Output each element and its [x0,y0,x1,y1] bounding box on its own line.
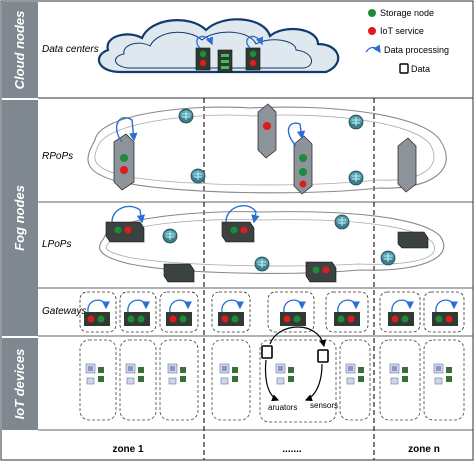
legend-service-label: IoT service [380,26,424,36]
legend-data-icon [399,63,409,74]
iot-row-bar [2,338,38,430]
rpop-server-4 [397,137,417,193]
fog-row-bar [2,100,38,336]
legend-storage-label: Storage node [380,8,434,18]
data-icon-right [317,349,329,363]
cloud-row-label: Cloud nodes [12,11,27,90]
legend-service-dot [368,27,376,35]
legend: Storage node IoT service Data processing… [365,8,449,74]
iot-row-label: IoT devices [12,349,27,420]
rpop-router-1 [178,108,194,124]
rpop-server-1 [113,117,138,191]
gateway-boxes [79,291,465,333]
lpop-server-4 [305,261,337,283]
lpop-router-2 [334,214,350,230]
legend-processing-arrow [365,44,381,54]
lpop-router-1 [162,228,178,244]
fog-row-label: Fog nodes [12,185,27,251]
legend-data-label: Data [411,64,430,74]
rpop-server-3 [287,122,313,195]
zone-1-label: zone 1 [112,444,144,455]
cloud-shape [97,18,340,74]
data-icon-left [261,345,273,359]
data-flow [261,326,329,402]
rpops-label: RPoPs [42,151,73,162]
actuators-label: aruators [268,403,297,412]
datacenter-server-3 [245,35,264,71]
legend-processing-label: Data processing [384,45,449,55]
zone-n-label: zone n [408,444,440,455]
zone-middle-label: ....... [282,444,302,455]
lpop-server-3 [163,263,195,283]
lpops-label: LPoPs [42,239,71,250]
datacenters-label: Data centers [42,44,99,55]
datacenter-server-1 [195,35,214,71]
datacenter-server-2 [217,49,233,73]
cloud-row-bar [2,2,38,98]
gateways-label: Gateways [42,306,86,317]
rpop-router-4 [348,170,364,186]
gateway-devices [84,299,458,326]
lpops-ring [99,211,445,274]
lpop-server-2 [221,204,260,243]
lpop-server-1 [105,205,145,243]
lpop-router-3 [254,256,270,272]
sensors-label: sensors [310,401,338,410]
lpop-server-5 [397,231,429,249]
rpop-router-3 [190,168,206,184]
iot-device-groups [79,339,465,423]
legend-storage-dot [368,9,376,17]
rpop-server-2 [257,103,277,159]
rpop-router-2 [348,114,364,130]
lpop-router-4 [380,250,396,266]
